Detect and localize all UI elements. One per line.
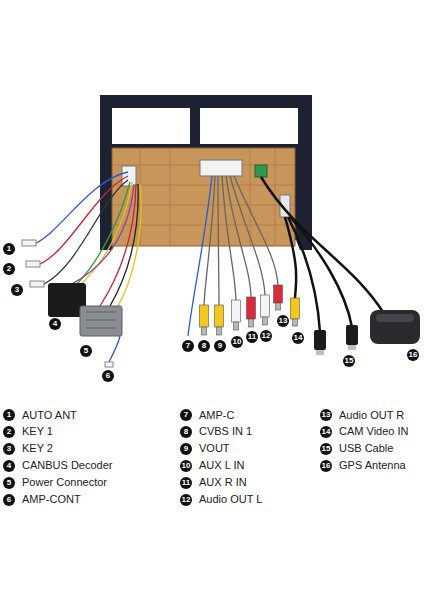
part-name: CAM Video IN [339, 425, 409, 438]
callout-number: 2 [3, 263, 15, 275]
callout-number: 11 [180, 477, 192, 489]
callout-number: 1 [3, 243, 15, 255]
connector-ribs [86, 312, 116, 328]
callout-number: 11 [246, 331, 258, 343]
part-name: AMP-C [199, 409, 234, 422]
part-name: KEY 1 [22, 425, 53, 438]
black-cables [261, 177, 385, 332]
wires [36, 172, 278, 364]
antenna-socket [255, 165, 267, 177]
plug-block [200, 160, 242, 176]
callout-number: 12 [260, 330, 272, 342]
callout-number: 4 [3, 460, 15, 472]
part-name: CANBUS Decoder [22, 459, 112, 472]
usb-tip [348, 345, 356, 350]
callout-number: 9 [180, 443, 192, 455]
callout-number: 5 [80, 345, 92, 357]
wire-tag [30, 281, 44, 287]
part-name: USB Cable [339, 442, 393, 455]
callout-number: 5 [3, 477, 15, 489]
power-connector [80, 306, 122, 336]
callout-number: 14 [320, 426, 332, 438]
part-name: Audio OUT R [339, 409, 404, 422]
part-name: KEY 2 [22, 442, 53, 455]
usb-plug [314, 330, 326, 350]
callout-number: 9 [214, 340, 226, 352]
callout-number: 12 [180, 494, 192, 506]
callout-number: 13 [277, 315, 289, 327]
callout-number: 3 [11, 284, 23, 296]
callout-number: 7 [180, 409, 192, 421]
part-name: AUTO ANT [22, 409, 77, 422]
callout-number: 16 [407, 349, 419, 361]
callout-number: 3 [3, 443, 15, 455]
rca-plugs [200, 285, 300, 335]
part-name: VOUT [199, 442, 230, 455]
callout-number: 4 [49, 318, 61, 330]
usb-tip [316, 350, 324, 355]
wire-tag [22, 240, 36, 246]
callout-number: 14 [292, 332, 304, 344]
callout-number: 15 [320, 443, 332, 455]
wire-tag [105, 362, 113, 367]
part-name: AUX L IN [199, 459, 244, 472]
callout-number: 15 [343, 355, 355, 367]
callout-number: 1 [3, 409, 15, 421]
part-name: Audio OUT L [199, 493, 262, 506]
callout-number: 8 [180, 426, 192, 438]
callout-number: 2 [3, 426, 15, 438]
callout-number: 8 [198, 340, 210, 352]
part-name: Power Connector [22, 476, 107, 489]
bezel-opening [200, 108, 298, 144]
gps-antenna [370, 310, 420, 344]
part-name: GPS Antenna [339, 459, 406, 472]
callout-number: 6 [3, 494, 15, 506]
callout-number: 10 [180, 460, 192, 472]
part-name: CVBS IN 1 [199, 425, 252, 438]
bezel-opening [112, 108, 190, 144]
part-name: AMP-CONT [22, 493, 81, 506]
usb-plug [346, 325, 358, 345]
part-name: AUX R IN [199, 476, 247, 489]
wire-tag [26, 261, 40, 267]
callout-number: 6 [102, 370, 114, 382]
callout-number: 10 [231, 336, 243, 348]
gps-highlight [376, 314, 414, 322]
callout-number: 7 [182, 340, 194, 352]
callout-number: 13 [320, 409, 332, 421]
callout-number: 16 [320, 460, 332, 472]
